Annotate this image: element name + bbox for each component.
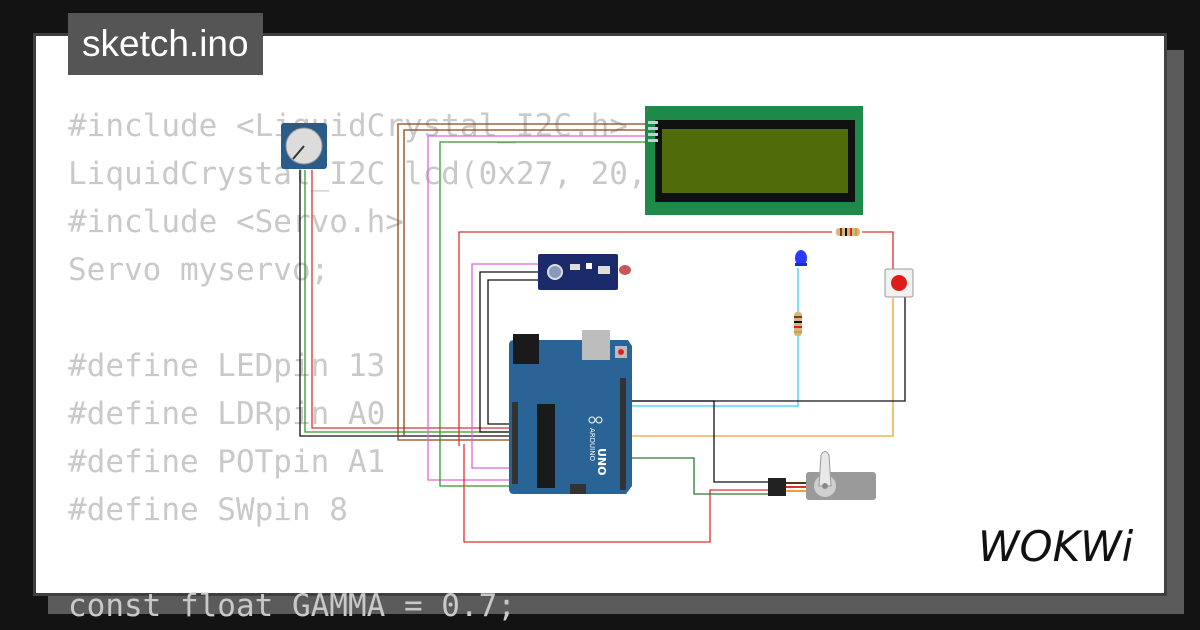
ldr-chip [570, 264, 580, 270]
wire-button-8 [624, 298, 894, 437]
wire-pot-vcc [311, 170, 514, 429]
code-line: const float GAMMA = 0.7; [68, 588, 516, 624]
ldr-led [586, 263, 592, 269]
ldr-sensor [619, 265, 631, 275]
wire-lcd-gnd [397, 123, 648, 441]
push-button[interactable] [884, 268, 914, 298]
wire-lcd-scl [439, 141, 648, 487]
lcd-display[interactable] [645, 106, 863, 215]
wire-resistor-button [862, 231, 894, 272]
wire-servo-signal [624, 457, 772, 495]
file-name-tab[interactable]: sketch.ino [68, 13, 263, 75]
ldr-module[interactable] [538, 254, 631, 290]
servo-horn[interactable] [818, 451, 832, 487]
arduino-uno-board[interactable]: ARDUINO UNO [509, 330, 632, 494]
power-header [512, 402, 518, 484]
resistor-horizontal[interactable] [836, 228, 860, 236]
wire-ldr-gnd [479, 271, 538, 433]
potentiometer[interactable] [281, 123, 327, 169]
wokwi-logo[interactable]: WOKWi [978, 522, 1148, 578]
code-line: #define LDRpin A0 [68, 396, 386, 432]
wokwi-logo-graphic: WOKWi [978, 522, 1134, 571]
wire-pot-gnd [299, 170, 514, 437]
brand-name: WOKWi [978, 522, 1134, 571]
code-line: #define SWpin 8 [68, 492, 348, 528]
wire-servo-gnd [624, 400, 772, 483]
board-model: UNO [595, 448, 608, 476]
code-line: #include <Servo.h> [68, 204, 404, 240]
board-logo: ARDUINO [588, 428, 596, 461]
led-dome [795, 250, 807, 266]
wire-lcd-sda [427, 135, 648, 481]
wire-resistor-vcc [458, 231, 832, 446]
wire-pot-signal [304, 170, 514, 463]
ldr-pcb [538, 254, 618, 290]
icsp-header [570, 484, 586, 494]
wire-led-13 [624, 336, 799, 407]
ldr-component [598, 266, 610, 274]
wire-ldr-vcc [487, 279, 538, 425]
blue-led[interactable] [795, 250, 807, 266]
atmega-chip [537, 404, 555, 488]
usb-port [582, 330, 610, 360]
button-cap[interactable] [891, 275, 907, 291]
power-jack [513, 334, 539, 364]
resistor-vertical[interactable] [794, 312, 802, 336]
wire-ldr-ao [471, 263, 538, 469]
code-line: #define LEDpin 13 [68, 348, 386, 384]
lcd-screen [662, 129, 848, 193]
ldr-trimmer [547, 264, 563, 280]
led-rim [795, 263, 807, 266]
code-line: #define POTpin A1 [68, 444, 386, 480]
wire-button-gnd [624, 286, 906, 402]
digital-header [620, 378, 626, 490]
pot-indicator [292, 145, 305, 160]
servo-motor[interactable] [768, 451, 876, 501]
wire-lcd-vcc [403, 129, 648, 436]
lcd-pins [648, 121, 658, 142]
wire-5v-loop [463, 444, 772, 543]
servo-connector [768, 478, 786, 496]
